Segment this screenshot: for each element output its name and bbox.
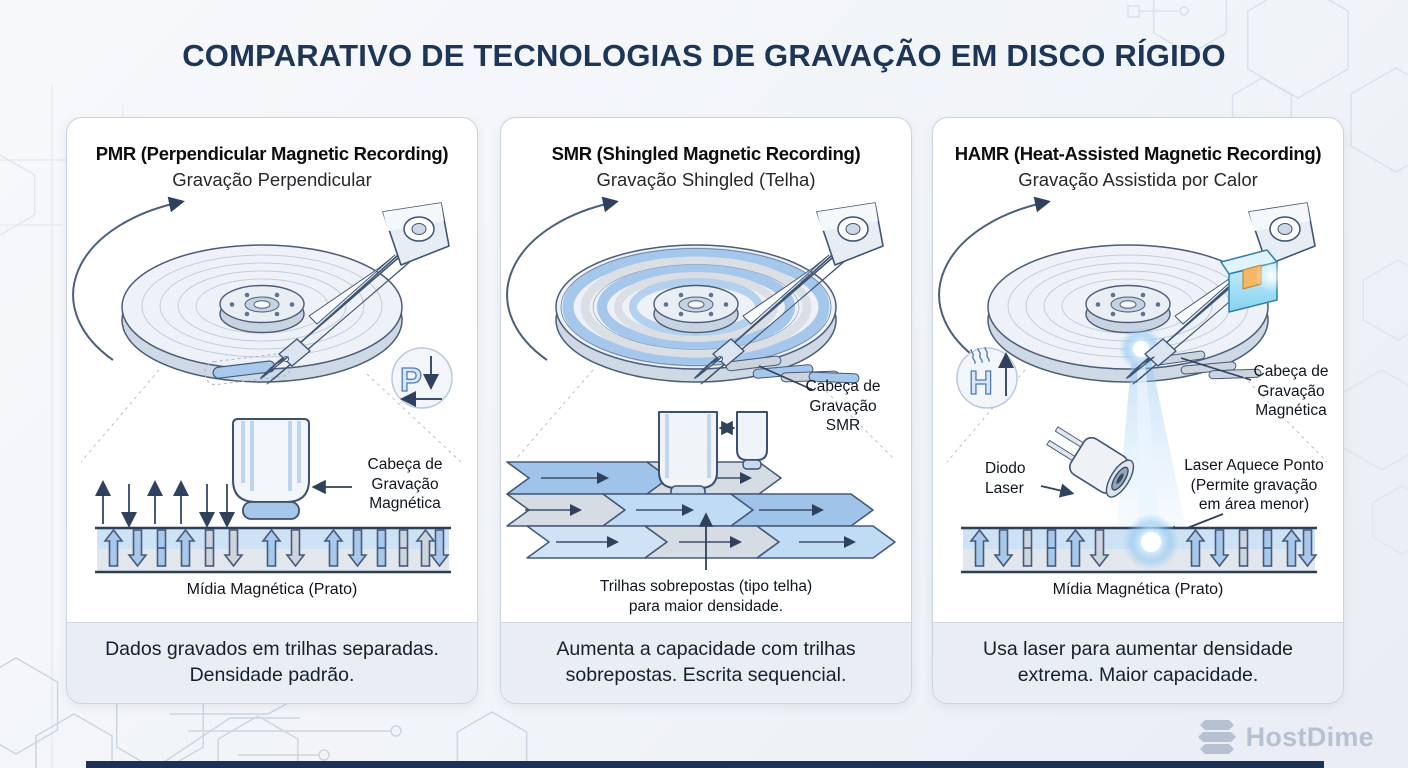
- hamr-footer: Usa laser para aumentar densidade extrem…: [933, 622, 1343, 703]
- smr-head-pointer-line: [758, 365, 814, 391]
- hamr-badge-letter: H: [969, 364, 993, 401]
- diode-label-arrow: [1040, 483, 1075, 498]
- heat-waves-up-arrow-icon: H: [956, 346, 1018, 409]
- hamr-heading: HAMR (Heat-Assisted Magnetic Recording): [954, 143, 1322, 164]
- pmr-actuator-arm: [260, 202, 450, 385]
- pmr-summary: Dados gravados em trilhas separadas. Den…: [105, 638, 439, 686]
- card-hamr: HAMR (Heat-Assisted Magnetic Recording) …: [932, 117, 1344, 704]
- hamr-detail-diagram: [961, 426, 1317, 574]
- laser-heats-spot-label: Laser Aquece Ponto (Permite gravação em …: [1184, 457, 1324, 514]
- pmr-head-label: Cabeça de Gravação Magnética: [367, 456, 443, 513]
- rotation-arrow-icon: [72, 196, 185, 361]
- zoom-projection-lines: [514, 369, 896, 461]
- pmr-detail-diagram: [95, 418, 451, 574]
- hostdime-hexagon-stack-icon: [1197, 720, 1236, 754]
- laser-diode: [1046, 426, 1135, 498]
- smr-narrow-write-head: [736, 411, 768, 470]
- hostdime-logo: HostDime: [1197, 718, 1374, 756]
- hamr-actuator-arm: [1126, 202, 1316, 385]
- pmr-write-head: [232, 418, 310, 520]
- smr-head-label: Cabeça de Gravação SMR: [805, 378, 881, 435]
- smr-footer: Aumenta a capacidade com trilhas sobrepo…: [501, 622, 911, 703]
- page-title: COMPARATIVO DE TECNOLOGIAS DE GRAVAÇÃO E…: [0, 38, 1408, 74]
- hamr-summary: Usa laser para aumentar densidade extrem…: [982, 638, 1294, 686]
- laser-beam: [1115, 360, 1189, 544]
- pmr-platter-illustration: [72, 196, 403, 386]
- smr-header: SMR (Shingled Magnetic Recording) Gravaç…: [501, 143, 911, 191]
- smr-wide-write-head: [658, 411, 718, 500]
- pmr-header: PMR (Perpendicular Magnetic Recording) G…: [67, 143, 477, 191]
- smr-tracks-label: Trilhas sobrepostas (tipo telha) para ma…: [599, 578, 813, 615]
- hamr-head-label: Cabeça de Gravação Magnética: [1253, 363, 1329, 420]
- pmr-media-caption: Mídia Magnética (Prato): [186, 581, 358, 598]
- smr-overlapping-track-segments: [725, 355, 860, 384]
- pmr-footer: Dados gravados em trilhas separadas. Den…: [67, 622, 477, 703]
- hub-screws: [229, 292, 295, 317]
- smr-actuator-arm: [694, 202, 884, 385]
- smr-heading: SMR (Shingled Magnetic Recording): [551, 143, 861, 164]
- smr-detail-diagram: [506, 411, 896, 570]
- laser-module-on-arm: [1220, 249, 1287, 313]
- hamr-media-caption: Mídia Magnética (Prato): [1052, 581, 1224, 598]
- diode-laser-label: Diodo Laser: [985, 460, 1026, 497]
- hostdime-logo-text: HostDime: [1245, 721, 1374, 752]
- hamr-subheading: Gravação Assistida por Calor: [1018, 169, 1258, 190]
- hamr-platter-illustration: [938, 196, 1269, 383]
- zoom-projection-lines: [946, 369, 1328, 463]
- smr-diagram: [506, 196, 896, 570]
- smr-platter-illustration: [506, 196, 860, 391]
- rotation-arrow-icon: [938, 196, 1051, 361]
- bottom-navy-bar: [86, 761, 1324, 768]
- zoom-projection-lines: [80, 369, 462, 463]
- smr-subheading: Gravação Shingled (Telha): [596, 169, 816, 190]
- hamr-media-strip: [961, 514, 1317, 574]
- hamr-head-pointer-line: [1180, 357, 1252, 381]
- pmr-heading: PMR (Perpendicular Magnetic Recording): [95, 143, 449, 164]
- pmr-badge-letter: P: [400, 361, 422, 398]
- page-title-text: COMPARATIVO DE TECNOLOGIAS DE GRAVAÇÃO E…: [182, 38, 1226, 73]
- rotation-arrow-icon: [506, 196, 619, 361]
- pmr-diagram: P: [72, 196, 462, 574]
- perpendicular-down-left-arrows-icon: P: [391, 347, 453, 409]
- smr-summary: Aumenta a capacidade com trilhas sobrepo…: [556, 638, 856, 686]
- hamr-header: HAMR (Heat-Assisted Magnetic Recording) …: [933, 143, 1343, 191]
- card-smr: SMR (Shingled Magnetic Recording) Gravaç…: [500, 117, 912, 704]
- pmr-subheading: Gravação Perpendicular: [172, 169, 372, 190]
- field-arrows: [95, 480, 235, 528]
- card-pmr: PMR (Perpendicular Magnetic Recording) G…: [66, 117, 478, 704]
- hexagon-pattern-top-right: [1128, 0, 1408, 172]
- pmr-media-strip: [95, 526, 451, 574]
- hamr-diagram: H: [938, 196, 1328, 574]
